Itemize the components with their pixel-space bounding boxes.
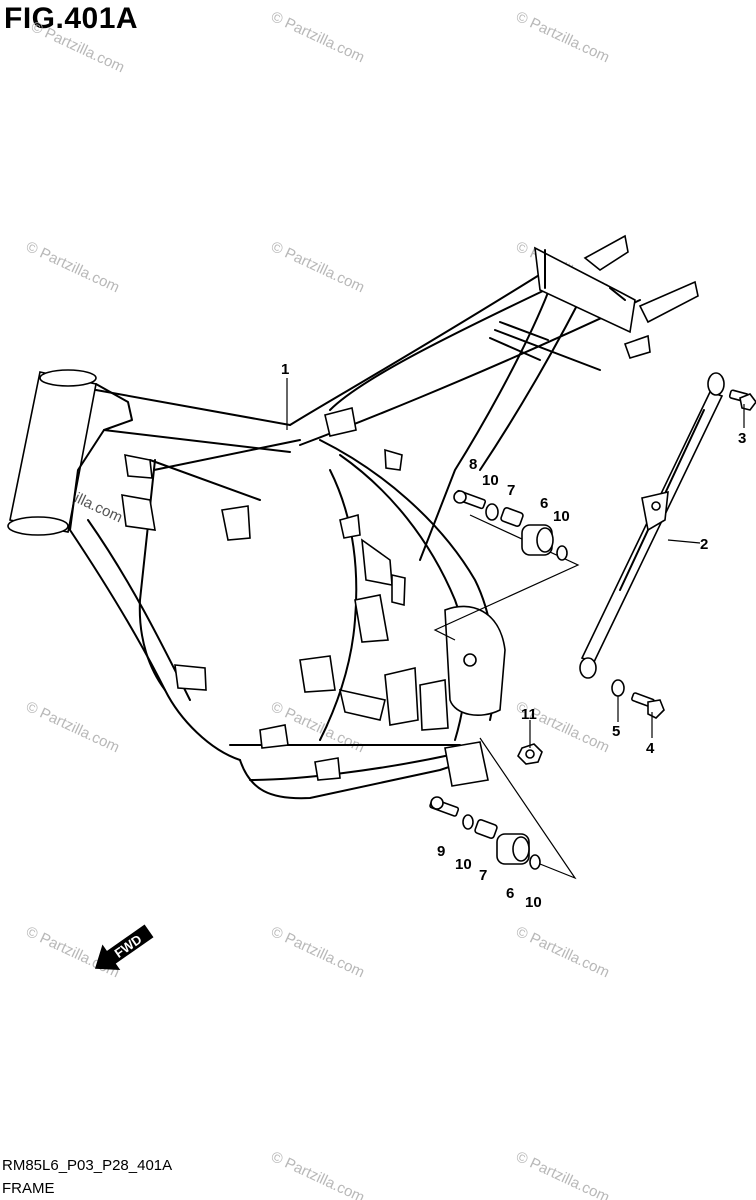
callout-labels: 1 2 3 4 5 6 6 7 7 8 9 10 10 10 10 11 bbox=[281, 361, 746, 911]
callout-6-upper: 6 bbox=[540, 495, 548, 512]
rear-cross-bracket bbox=[534, 246, 636, 334]
lower-mount-hardware bbox=[429, 796, 541, 870]
head-tube-bottom bbox=[7, 516, 69, 536]
rear-stay bbox=[579, 372, 725, 679]
callout-3: 3 bbox=[738, 430, 746, 447]
callout-10-b: 10 bbox=[553, 508, 570, 525]
callout-10-a: 10 bbox=[482, 472, 499, 489]
callout-4: 4 bbox=[646, 740, 655, 757]
watermark: © Partzilla.com bbox=[23, 698, 122, 756]
callout-11: 11 bbox=[521, 706, 537, 723]
watermark: © Partzilla.com bbox=[513, 923, 612, 981]
bolt-3 bbox=[728, 389, 756, 411]
washer-10-upper-b bbox=[556, 545, 568, 561]
watermark: © Partzilla.com bbox=[28, 18, 127, 76]
bolt-4-washer-5 bbox=[611, 679, 665, 719]
watermark: © Partzilla.com bbox=[268, 1148, 367, 1200]
washer-10-lower-b bbox=[529, 854, 541, 870]
watermark: © Partzilla.com bbox=[513, 8, 612, 66]
callout-8: 8 bbox=[469, 456, 477, 473]
diagram-name: FRAME bbox=[2, 1180, 55, 1197]
main-frame bbox=[7, 234, 699, 800]
callout-6-lower: 6 bbox=[506, 885, 514, 902]
spacer-7-lower bbox=[474, 819, 498, 839]
washer-10-lower bbox=[462, 814, 474, 830]
watermark: © Partzilla.com bbox=[268, 238, 367, 296]
upper-mount-hardware bbox=[453, 489, 568, 561]
callout-9: 9 bbox=[437, 843, 445, 860]
watermark-layer: © Partzilla.com © Partzilla.com © Partzi… bbox=[23, 8, 612, 1200]
watermark: © Partzilla.com bbox=[268, 8, 367, 66]
diagram-code: RM85L6_P03_P28_401A bbox=[2, 1157, 173, 1174]
washer-5 bbox=[611, 679, 625, 697]
head-tube-top bbox=[39, 369, 97, 387]
figure-title: FIG.401A bbox=[4, 2, 139, 35]
callout-7-lower: 7 bbox=[479, 867, 487, 884]
washer-10-upper bbox=[485, 503, 499, 521]
nut-11 bbox=[517, 743, 543, 765]
callout-5: 5 bbox=[612, 723, 620, 740]
watermark: © Partzilla.com bbox=[268, 923, 367, 981]
callout-2: 2 bbox=[700, 536, 708, 553]
callout-1: 1 bbox=[281, 361, 289, 378]
spacer-7-upper bbox=[500, 507, 524, 527]
stay-tab bbox=[641, 490, 669, 532]
watermark: © Partzilla.com bbox=[23, 238, 122, 296]
callout-10-c: 10 bbox=[455, 856, 472, 873]
stay-top-eye bbox=[707, 372, 725, 396]
stay-bottom-eye bbox=[579, 657, 597, 679]
callout-7-upper: 7 bbox=[507, 482, 515, 499]
callout-10-d: 10 bbox=[525, 894, 542, 911]
watermark: © Partzilla.com bbox=[513, 1148, 612, 1200]
leader-lines bbox=[286, 378, 745, 748]
